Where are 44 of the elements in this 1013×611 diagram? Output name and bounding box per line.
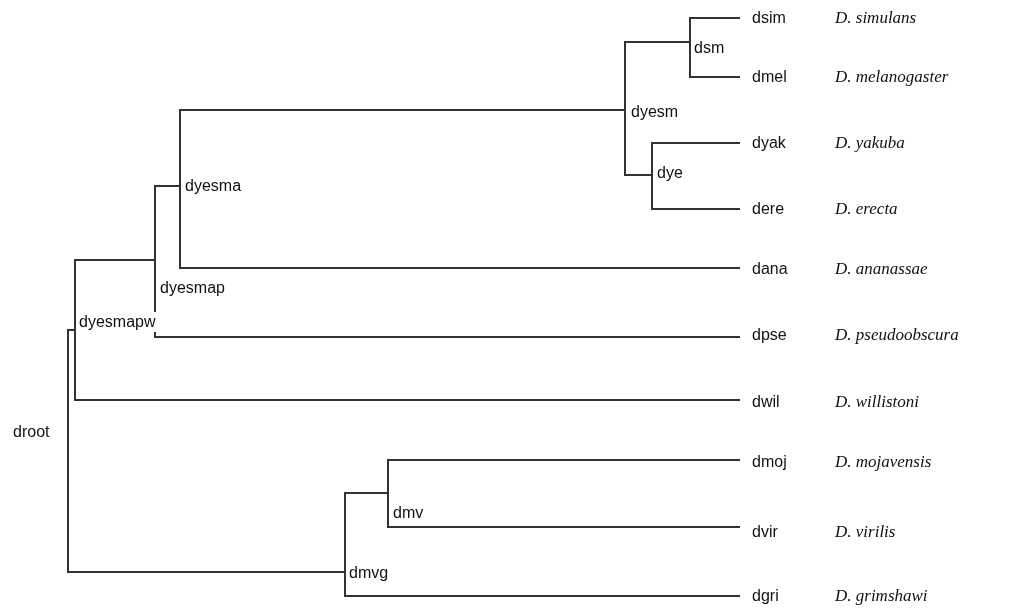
species-name: D. willistoni	[835, 391, 920, 413]
leaf-label: dmel	[752, 67, 787, 87]
leaf-label: dgri	[752, 586, 779, 606]
tree-branch	[179, 185, 741, 269]
tree-branch	[344, 492, 389, 573]
internal-node-label: dyesma	[184, 176, 243, 196]
tree-branch	[689, 41, 741, 78]
leaf-label: dvir	[752, 522, 778, 542]
tree-branch	[689, 17, 741, 43]
internal-node-label: dyesmapw	[78, 312, 157, 332]
tree-branch	[624, 109, 653, 176]
species-name: D. virilis	[835, 521, 896, 543]
species-name: D. melanogaster	[835, 66, 949, 88]
tree-branch	[154, 185, 181, 261]
leaf-label: dere	[752, 199, 785, 219]
species-name: D. ananassae	[835, 258, 928, 280]
tree-branch	[154, 259, 741, 338]
tree-branch	[344, 571, 741, 597]
leaf-label: dsim	[752, 8, 786, 28]
tree-branch	[67, 329, 76, 433]
tree-branch	[74, 329, 741, 401]
tree-branch	[387, 459, 741, 494]
leaf-label: dwil	[752, 392, 780, 412]
tree-branch	[651, 174, 741, 210]
leaf-label: dpse	[752, 325, 787, 345]
internal-node-label: dyesm	[630, 102, 680, 122]
tree-branch	[387, 492, 741, 528]
species-name: D. yakuba	[835, 132, 905, 154]
species-name: D. erecta	[835, 198, 898, 220]
internal-node-label: dye	[656, 163, 684, 183]
tree-branch	[651, 142, 741, 176]
leaf-label: dmoj	[752, 452, 787, 472]
tree-branch	[74, 259, 156, 331]
tree-branch	[624, 41, 691, 111]
tree-branch	[179, 109, 626, 187]
internal-node-label: dmvg	[348, 563, 390, 583]
species-name: D. grimshawi	[835, 585, 928, 607]
species-name: D. simulans	[835, 7, 917, 29]
species-name: D. mojavensis	[835, 451, 932, 473]
tree-branch	[67, 431, 346, 573]
leaf-label: dana	[752, 259, 788, 279]
leaf-label: dyak	[752, 133, 786, 153]
internal-node-label: dyesmap	[159, 278, 226, 298]
species-name: D. pseudoobscura	[835, 324, 959, 346]
